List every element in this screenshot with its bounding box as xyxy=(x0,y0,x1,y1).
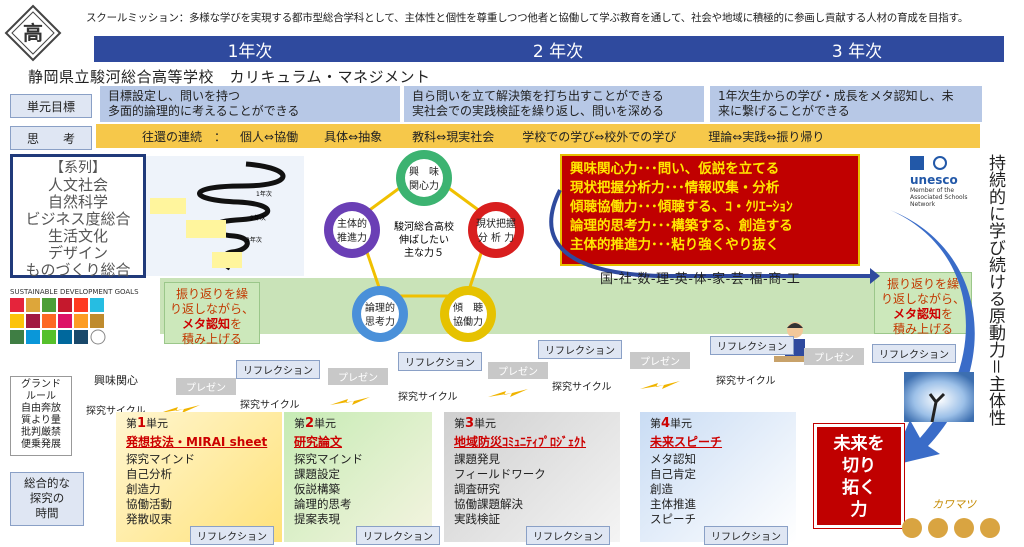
sunrise-photo xyxy=(904,372,974,423)
tankyu-cycle-label: 探究サイクル xyxy=(398,392,458,403)
reflection-tag: リフレクション xyxy=(398,352,482,371)
bolt-icon xyxy=(330,392,370,411)
future-box: 未来を切り拓く力 xyxy=(813,423,905,529)
svg-text:傾 聴: 傾 聴 xyxy=(453,301,483,314)
tankyu-cycle-label: 探究サイクル xyxy=(86,402,146,417)
svg-text:関心力: 関心力 xyxy=(409,179,439,192)
diagram-center-3: 主な力５ xyxy=(404,246,444,259)
reflection-tag: リフレクション xyxy=(236,360,320,379)
unesco-logo: unesco Member of the Associated Schools … xyxy=(910,156,970,208)
unit-3-panel: 第3単元 地域防災ｺﾐｭﾆﾃｨﾌﾟﾛｼﾞｪｸﾄ 課題発見フィールドワーク調査研究… xyxy=(444,412,620,542)
tankyu-cycle-label: 探究サイクル xyxy=(240,400,300,411)
presen-tag: プレゼン xyxy=(804,348,864,365)
metacognition-band xyxy=(160,278,888,334)
unit-4-panel: 第4単元 未来スピーチ メタ認知自己肯定創造 主体推進スピーチ xyxy=(640,412,796,542)
thinking-0: 往還の連続 ： xyxy=(142,129,227,144)
bolt-icon xyxy=(488,384,528,403)
year-1-bar: 1年次 xyxy=(94,36,407,62)
ability-circle-interest: 興 味 関心力 xyxy=(396,150,452,206)
thinking-2: 具体⇔抽象 xyxy=(324,129,383,144)
presen-tag: プレゼン xyxy=(630,352,690,369)
thinking-4: 学校での学び⇔校外での学び xyxy=(522,129,677,144)
diagram-center-2: 伸ばしたい xyxy=(399,234,449,246)
spiral-label-2: 2年次 xyxy=(250,214,266,222)
mascot-icons xyxy=(900,514,1004,542)
svg-text:興 味: 興 味 xyxy=(409,166,439,178)
reflection-tag: リフレクション xyxy=(190,526,274,545)
spiral-label-1: 1年次 xyxy=(256,190,272,198)
goal-year-3: 1年次生からの学び・成長をメタ認知し、未来に繋げることができる xyxy=(710,86,982,122)
reflection-tag: リフレクション xyxy=(538,340,622,359)
bolt-icon xyxy=(160,400,200,419)
unit-1-panel: 第1単元 発想技法・MIRAI sheet 探究マインド自己分析創造力 協働活動… xyxy=(116,412,282,542)
keiretsu-box: 【系列】 人文社会 自然科学 ビジネス度総合 生活文化 デザイン ものづくり総合 xyxy=(10,154,146,279)
svg-text:推進力: 推進力 xyxy=(337,231,367,244)
ability-circle-logic: 論理的 思考力 xyxy=(352,286,408,342)
svg-text:現状把握: 現状把握 xyxy=(476,217,516,230)
presen-tag: プレゼン xyxy=(488,362,548,379)
tankyu-cycle-label: 探究サイクル xyxy=(552,382,612,393)
thinking-3: 教科⇔現実社会 xyxy=(412,129,495,144)
row-label-goal: 単元目標 xyxy=(10,94,92,118)
five-abilities-diagram: 興 味 関心力 現状把握 分 析 力 傾 聴 協働力 論理的 思考力 主体的 推… xyxy=(312,150,532,348)
goal-year-2: 自ら問いを立て解決策を打ち出すことができる実社会での実践検証を繰り返し、問いを深… xyxy=(404,86,704,122)
sdgs-logo: SUSTAINABLE DEVELOPMENT GOALS xyxy=(10,288,150,358)
year-3-bar: 3 年次 xyxy=(710,36,1005,62)
reflection-tag: リフレクション xyxy=(872,344,956,363)
reflection-tag: リフレクション xyxy=(526,526,610,545)
spiral-label-3: 3年次 xyxy=(246,236,262,244)
subjects-list: 国-社-数-理-英-体-家-芸-福-商-工 xyxy=(600,272,801,287)
school-title: 静岡県立駿河総合高等学校 カリキュラム・マネジメント xyxy=(28,68,431,86)
goal-year-1: 目標設定し、問いを持つ多面的論理的に考えることができる xyxy=(100,86,400,122)
meta-note-left: 振り返りを繰り返しながら、 メタ認知を積み上げる xyxy=(164,282,260,346)
ability-circle-collaboration: 傾 聴 協働力 xyxy=(440,286,496,342)
mascot-label: カワマツ xyxy=(932,498,976,511)
svg-text:思考力: 思考力 xyxy=(365,315,395,328)
thinking-1: 個人⇔協働 xyxy=(240,129,299,144)
svg-text:協働力: 協働力 xyxy=(453,315,483,328)
spiral-illustration: 1年次 2年次 3年次 xyxy=(146,156,304,276)
reflection-tag: リフレクション xyxy=(710,336,794,355)
vertical-motto: 持続的に学び続ける原動力＝主体性 xyxy=(985,154,1005,426)
reflection-tag: リフレクション xyxy=(356,526,440,545)
svg-text:論理的: 論理的 xyxy=(365,301,395,314)
thinking-5: 理論⇔実践⇔振り帰り xyxy=(708,129,825,144)
year-2-bar: 2 年次 xyxy=(406,36,711,62)
sougou-label: 総合的な探究の時間 xyxy=(10,472,84,526)
unit-2-panel: 第2単元 研究論文 探究マインド課題設定仮説構築 論理的思考提案表現 xyxy=(284,412,432,542)
reflection-tag: リフレクション xyxy=(704,526,788,545)
logo-char: 高 xyxy=(23,21,43,45)
ability-circle-analysis: 現状把握 分 析 力 xyxy=(468,202,524,258)
school-mission: スクールミッション：多様な学びを実現する都市型総合学科として、主体性と個性を尊重… xyxy=(86,12,969,24)
svg-text:分 析 力: 分 析 力 xyxy=(478,231,514,244)
tankyu-cycle-label: 探究サイクル xyxy=(716,376,776,387)
row-label-thinking: 思 考 xyxy=(10,126,92,150)
bolt-icon xyxy=(640,376,680,395)
abilities-box: 興味関心力･･･問い、仮説を立てる 現状把握分析力･･･情報収集・分析 傾聴協働… xyxy=(560,154,860,266)
meta-note-right: 振り返りを繰り返しながら、 メタ認知を積み上げる xyxy=(874,272,972,336)
kyomi-label: 興味関心 xyxy=(94,374,138,387)
presen-tag: プレゼン xyxy=(328,368,388,385)
subjects-arrow xyxy=(540,170,880,290)
ability-circle-initiative: 主体的 推進力 xyxy=(324,202,380,258)
thinking-bar: 往還の連続 ： 個人⇔協働 具体⇔抽象 教科⇔現実社会 学校での学び⇔校外での学… xyxy=(96,124,980,148)
svg-text:主体的: 主体的 xyxy=(337,217,367,230)
ground-rules-box: グランドルール自由奔放 質より量批判厳禁便乗発展 xyxy=(10,376,72,456)
presen-tag: プレゼン xyxy=(176,378,236,395)
school-logo: 高 xyxy=(4,4,62,62)
diagram-center-1: 駿河総合高校 xyxy=(394,220,454,233)
